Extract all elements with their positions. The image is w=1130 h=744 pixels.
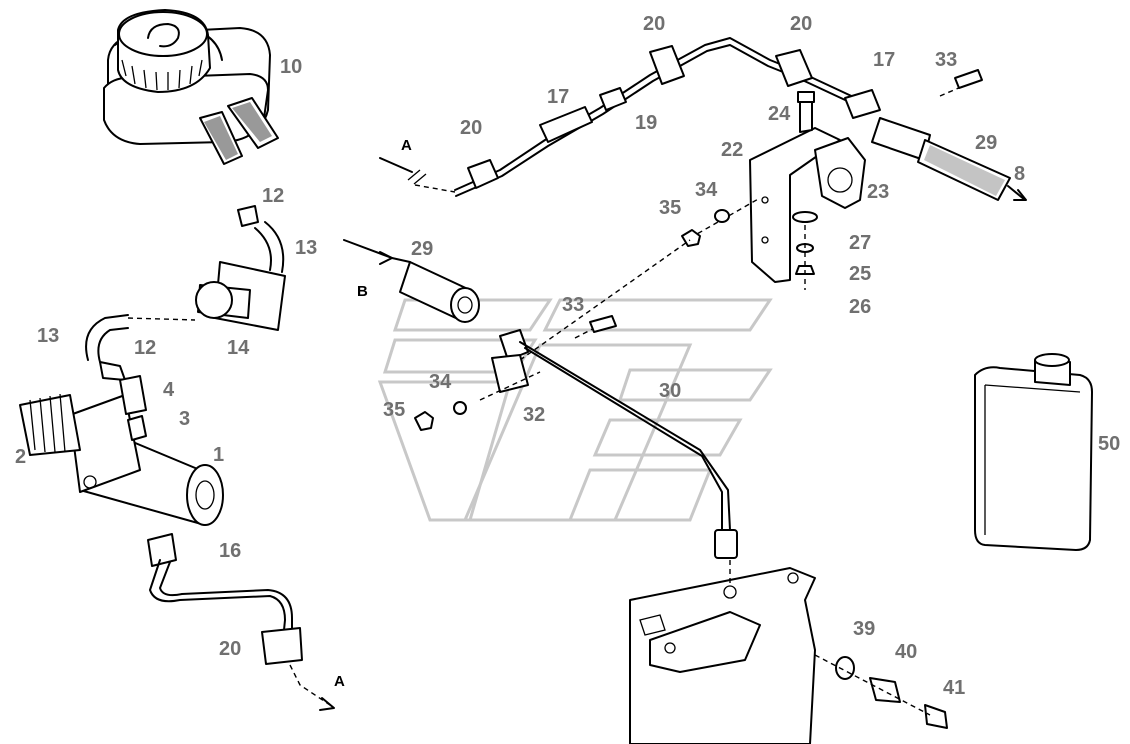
- callout-17: 17: [547, 86, 569, 108]
- callout-35: 35: [659, 197, 681, 219]
- callout-20: 20: [219, 638, 241, 660]
- callout-40: 40: [895, 641, 917, 663]
- callout-1: 1: [213, 444, 224, 466]
- flow-label-a-bottom: A: [334, 673, 345, 690]
- callout-24: 24: [768, 103, 791, 125]
- reservoir: [103, 9, 279, 165]
- callout-50: 50: [1098, 433, 1120, 455]
- callout-29: 29: [411, 238, 433, 260]
- callout-19: 19: [635, 112, 657, 134]
- bracket-assembly: [519, 91, 866, 361]
- callout-14: 14: [227, 337, 250, 359]
- callout-20: 20: [460, 117, 482, 139]
- slave-cylinder: [19, 375, 224, 526]
- upper-pipe-assembly: [379, 37, 1027, 201]
- callout-12: 12: [134, 337, 156, 359]
- callout-labels: 10 20 20 17 17 33 33 24 19 20 22 29 29 8…: [15, 13, 1120, 699]
- callout-13: 13: [37, 325, 59, 347]
- flow-label-b: B: [357, 283, 368, 300]
- callout-39: 39: [853, 618, 875, 640]
- callout-20: 20: [790, 13, 812, 35]
- callout-35: 35: [383, 399, 405, 421]
- callout-23: 23: [867, 181, 889, 203]
- callout-10: 10: [280, 56, 302, 78]
- callout-16: 16: [219, 540, 241, 562]
- callout-25: 25: [849, 263, 871, 285]
- callout-30: 30: [659, 380, 681, 402]
- callout-29: 29: [975, 132, 997, 154]
- callout-2: 2: [15, 446, 26, 468]
- watermark-logo: [377, 298, 773, 522]
- callout-41: 41: [943, 677, 965, 699]
- hose-13-14: [85, 205, 286, 381]
- callout-3: 3: [179, 408, 190, 430]
- callout-12: 12: [262, 185, 284, 207]
- gearbox-housing: [629, 560, 948, 744]
- callout-26: 26: [849, 296, 871, 318]
- callout-4: 4: [163, 379, 175, 401]
- callout-20: 20: [643, 13, 665, 35]
- callout-27: 27: [849, 232, 871, 254]
- callout-13: 13: [295, 237, 317, 259]
- pipe-16: [147, 533, 335, 711]
- callout-33: 33: [562, 294, 584, 316]
- flow-label-a-top: A: [401, 137, 412, 154]
- flow-labels: A B A: [334, 137, 412, 690]
- hose-and-pipe-30: [343, 239, 738, 559]
- callout-8: 8: [1014, 163, 1025, 185]
- callout-34: 34: [695, 179, 718, 201]
- callout-17: 17: [873, 49, 895, 71]
- callout-33: 33: [935, 49, 957, 71]
- callout-32: 32: [523, 404, 545, 426]
- callout-34: 34: [429, 371, 452, 393]
- callout-22: 22: [721, 139, 743, 161]
- fluid-canister: [974, 353, 1093, 551]
